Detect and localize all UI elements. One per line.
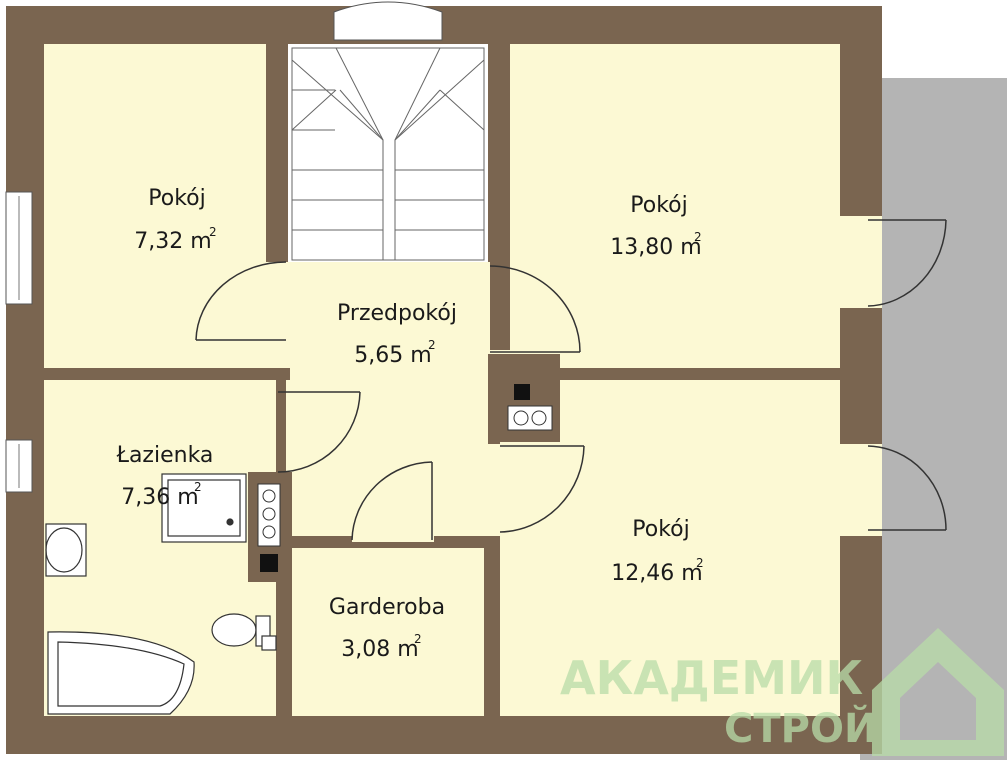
room-name: Pokój xyxy=(632,517,689,542)
wall xyxy=(488,44,510,262)
wall xyxy=(266,44,288,262)
floor-pokoj-ne xyxy=(510,44,840,368)
door-swings xyxy=(195,219,947,541)
vent-icon xyxy=(513,410,529,426)
terrace-door-opening xyxy=(840,216,882,308)
watermark-line2: СТРОЙ xyxy=(724,704,877,752)
vent-icon xyxy=(262,525,276,539)
window-top xyxy=(333,1,443,41)
room-label-lazienka: Łazienka 7,36 m 2 xyxy=(116,443,214,510)
room-label-pokoj-nw: Pokój 7,32 m 2 xyxy=(134,186,216,254)
floor-staircase xyxy=(288,44,488,264)
chimney-block-bath xyxy=(260,554,278,572)
room-area-sup: 2 xyxy=(696,556,704,570)
room-name: Pokój xyxy=(148,186,205,211)
room-area-sup: 2 xyxy=(209,225,217,239)
chimney-block xyxy=(514,384,530,400)
room-area-sup: 2 xyxy=(694,230,702,244)
wall xyxy=(500,368,840,380)
room-area: 7,32 m xyxy=(134,229,211,254)
watermark: АКАДЕМИК СТРОЙ xyxy=(560,628,1004,756)
washbasin xyxy=(45,523,87,577)
toilet xyxy=(211,613,257,647)
wall xyxy=(434,536,500,548)
room-area: 7,36 m xyxy=(121,485,198,510)
room-area: 5,65 m xyxy=(354,343,431,368)
terrace-door-opening-2 xyxy=(840,444,882,536)
shower-tray xyxy=(161,473,247,543)
floor-garderoba xyxy=(292,548,484,716)
staircase xyxy=(291,47,485,261)
floor-pokoj-nw xyxy=(44,44,266,368)
room-name: Garderoba xyxy=(329,595,445,620)
house-logo-icon xyxy=(872,628,1004,756)
vent-icon xyxy=(262,489,276,503)
vent-icon xyxy=(262,507,276,521)
wall xyxy=(486,536,500,716)
room-label-pokoj-ne: Pokój 13,80 m 2 xyxy=(610,193,701,260)
watermark-line1: АКАДЕМИК xyxy=(560,651,863,705)
room-name: Pokój xyxy=(630,193,687,218)
wall xyxy=(44,368,290,380)
floor-corridor-se xyxy=(490,440,510,540)
room-area-sup: 2 xyxy=(194,480,202,494)
room-label-pokoj-se: Pokój 12,46 m 2 xyxy=(611,517,703,586)
bathtub xyxy=(47,631,195,715)
vent-panel xyxy=(507,405,553,431)
vent-icon xyxy=(531,410,547,426)
room-area: 13,80 m xyxy=(610,235,701,260)
room-area-sup: 2 xyxy=(428,338,436,352)
floor-przedpokoj-ext xyxy=(266,262,490,372)
room-area: 3,08 m xyxy=(341,637,418,662)
bathroom-fixtures xyxy=(45,473,277,715)
wall xyxy=(290,536,352,548)
wall xyxy=(276,368,290,378)
room-label-garderoba: Garderoba 3,08 m 2 xyxy=(329,595,445,662)
wall xyxy=(278,540,292,716)
room-area-sup: 2 xyxy=(414,632,422,646)
room-label-przedpokoj: Przedpokój 5,65 m 2 xyxy=(337,301,457,368)
room-area: 12,46 m xyxy=(611,561,702,586)
room-name: Łazienka xyxy=(116,443,214,468)
vent-panel-bath xyxy=(257,483,281,547)
room-name: Przedpokój xyxy=(337,301,457,326)
